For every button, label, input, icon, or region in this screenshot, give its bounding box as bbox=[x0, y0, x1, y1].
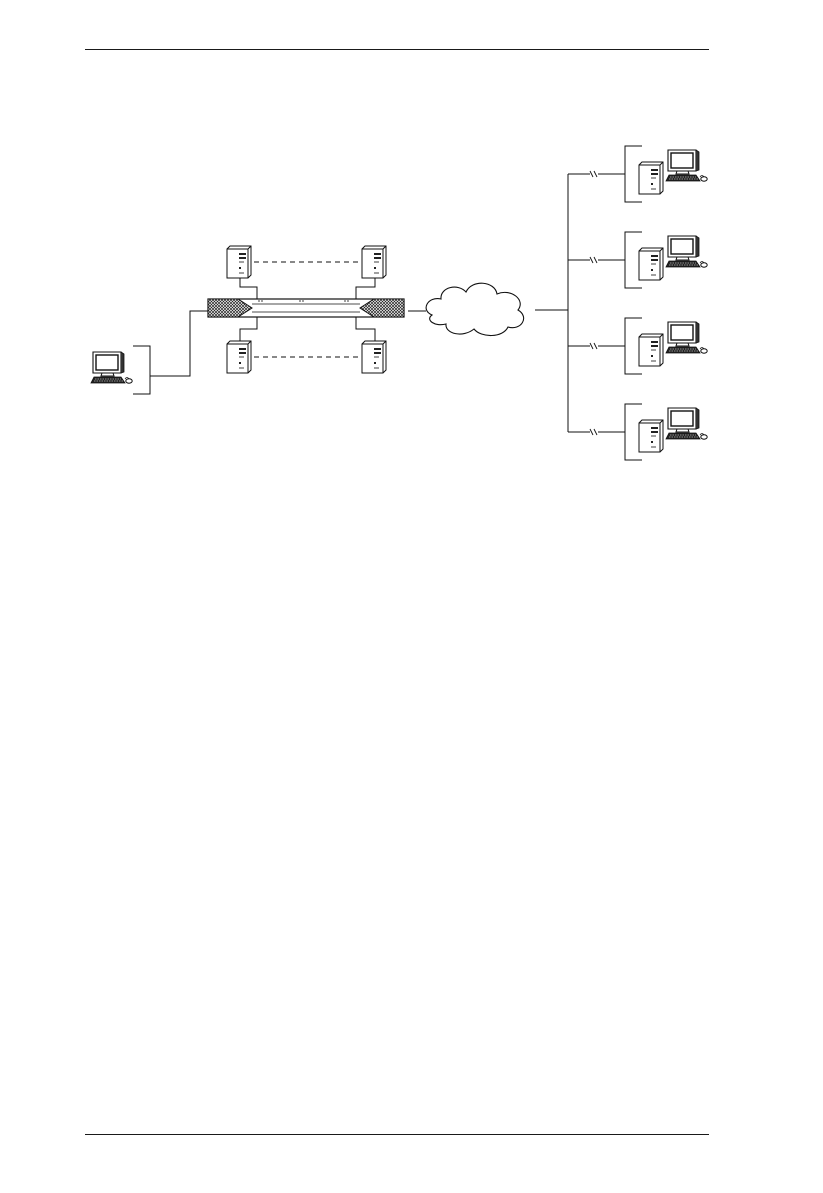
remote-user-4-icon bbox=[639, 408, 707, 452]
remote-user-1-icon bbox=[639, 150, 707, 194]
remote-user-2-icon bbox=[639, 236, 707, 280]
remote-user-3-icon bbox=[639, 322, 707, 366]
server-top-right-icon bbox=[362, 246, 386, 278]
network-cloud-icon bbox=[426, 283, 524, 335]
server-bottom-right-icon bbox=[362, 341, 386, 373]
server-top-left-icon bbox=[227, 246, 251, 278]
server-bottom-left-icon bbox=[227, 341, 251, 373]
kvm-switch-icon bbox=[208, 299, 404, 317]
local-console-bracket bbox=[133, 311, 208, 394]
remote-distribution-lines bbox=[568, 174, 625, 432]
long-distance-break-marks bbox=[590, 171, 597, 435]
local-console-workstation-icon bbox=[91, 352, 132, 383]
